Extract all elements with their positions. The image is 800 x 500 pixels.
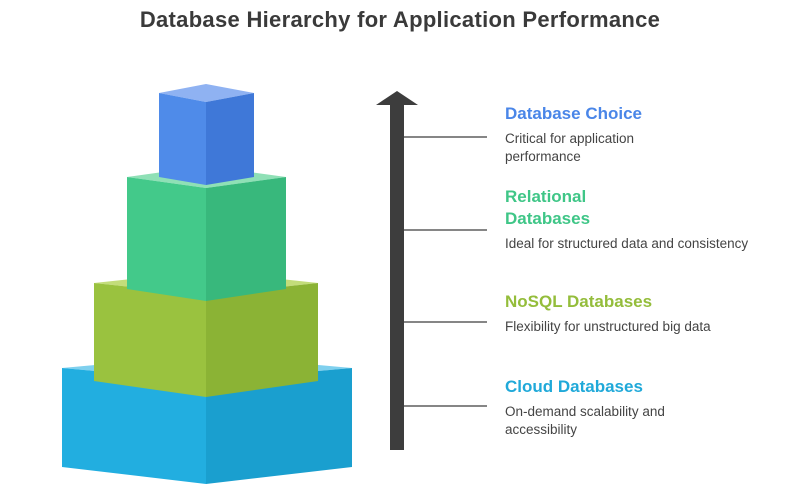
tier-cloud-right bbox=[206, 368, 352, 484]
level-cloud-description: On-demand scalability and accessibility bbox=[505, 404, 665, 437]
level-nosql-description: Flexibility for unstructured big data bbox=[505, 319, 711, 334]
level-nosql: NoSQL Databases Flexibility for unstruct… bbox=[505, 291, 785, 336]
level-relational: Relational Databases Ideal for structure… bbox=[505, 186, 785, 253]
arrow-shaft bbox=[390, 104, 404, 450]
level-cloud: Cloud Databases On-demand scalability an… bbox=[505, 376, 785, 439]
tier-relational-right bbox=[206, 177, 286, 301]
level-choice-description: Critical for application performance bbox=[505, 131, 635, 164]
level-choice-title: Database Choice bbox=[505, 104, 642, 123]
tier-nosql-left bbox=[94, 283, 206, 397]
tier-choice-right bbox=[206, 93, 254, 185]
tier-relational-left bbox=[127, 177, 206, 301]
level-relational-description: Ideal for structured data and consistenc… bbox=[505, 236, 749, 251]
tier-cloud-left bbox=[62, 368, 206, 484]
level-relational-title: Relational Databases bbox=[505, 187, 591, 228]
importance-arrow bbox=[376, 91, 418, 450]
tier-choice-left bbox=[159, 93, 206, 185]
page-title: Database Hierarchy for Application Perfo… bbox=[139, 7, 661, 32]
tier-relational-block bbox=[127, 166, 286, 301]
level-choice: Database Choice Critical for application… bbox=[505, 103, 785, 166]
tier-choice-block bbox=[159, 84, 254, 185]
tier-choice-top bbox=[159, 84, 254, 102]
level-cloud-title: Cloud Databases bbox=[505, 377, 643, 396]
tier-nosql-right bbox=[206, 283, 318, 397]
arrow-head bbox=[376, 91, 418, 105]
level-nosql-title: NoSQL Databases bbox=[505, 292, 653, 311]
